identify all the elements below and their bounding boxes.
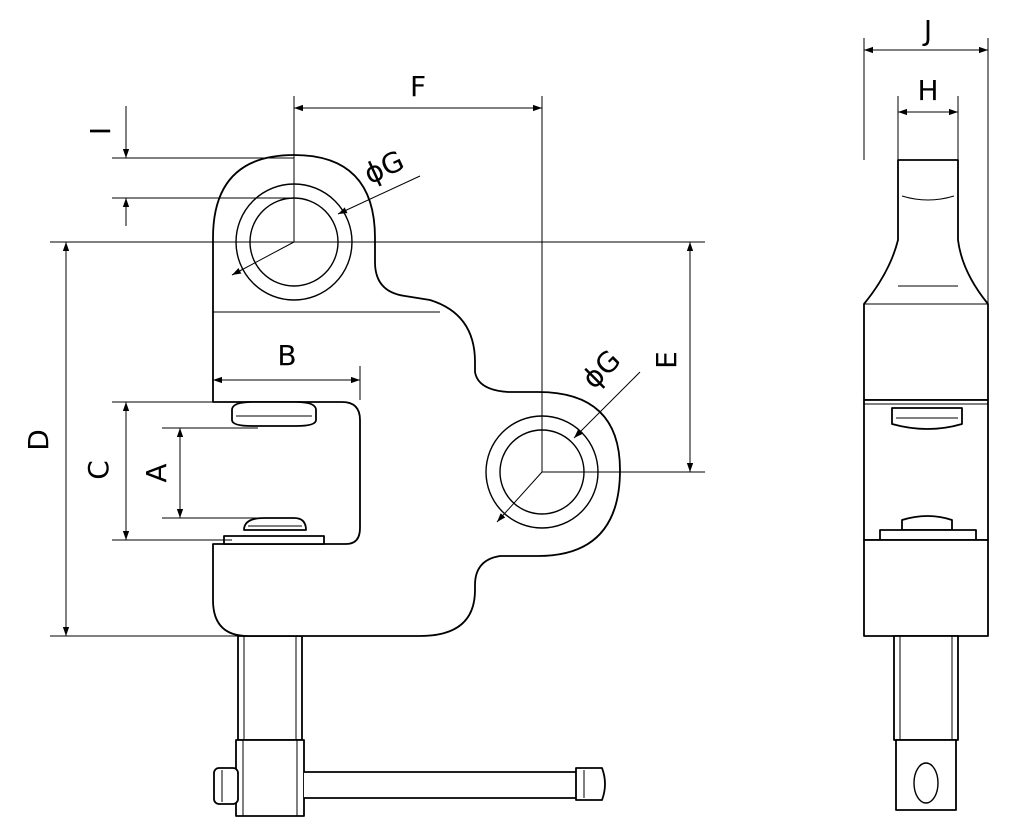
screw-shaft <box>235 635 305 817</box>
label-j: J <box>922 14 932 47</box>
side-lower-block <box>863 539 989 637</box>
label-d: D <box>22 429 55 451</box>
clamp-body <box>212 154 621 637</box>
label-g-top: ϕG <box>359 144 409 191</box>
upper-pad <box>231 401 317 427</box>
label-h: H <box>917 74 938 107</box>
label-e: E <box>650 351 683 369</box>
lower-pad <box>223 517 325 545</box>
side-screw-end <box>895 739 957 811</box>
label-f: F <box>410 70 426 103</box>
side-view: J H <box>863 14 989 811</box>
label-c: C <box>82 460 115 480</box>
dim-line-g2-lower <box>496 471 543 523</box>
side-eye-plate <box>863 159 989 401</box>
dim-line-g2-upper <box>573 371 641 439</box>
dim-line-g1-lower <box>231 241 295 276</box>
handle-hole <box>913 762 939 804</box>
side-screw-shaft <box>893 635 959 741</box>
side-lower-pad <box>901 515 953 531</box>
label-b: B <box>277 339 296 372</box>
label-a: A <box>140 463 173 482</box>
dim-line-g1-upper <box>337 175 421 215</box>
t-handle <box>213 767 606 805</box>
front-view: F B I D C A E ϕG ϕG <box>22 70 705 817</box>
label-i: I <box>84 127 117 135</box>
label-g-side: ϕG <box>575 343 627 395</box>
